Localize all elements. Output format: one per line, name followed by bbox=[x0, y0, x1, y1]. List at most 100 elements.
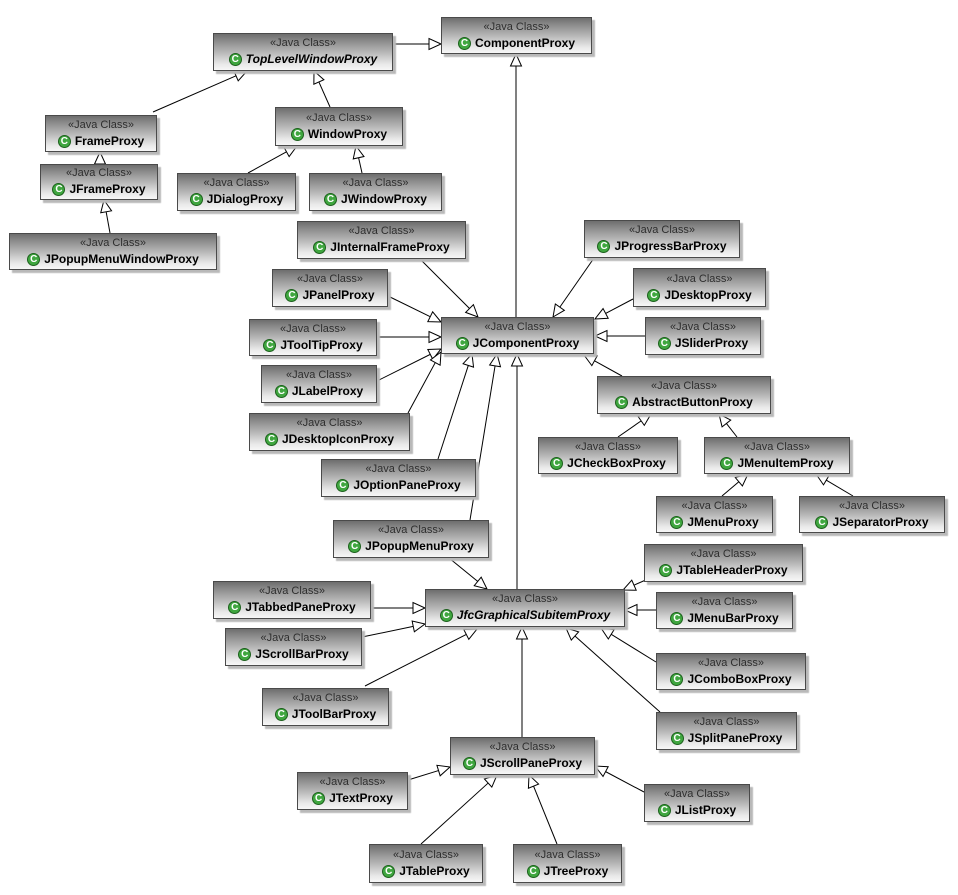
generalization-arrowhead-TopLevelWindowProxy bbox=[313, 69, 325, 85]
generalization-edge-JScrollBarProxy-to-JfcGraphicalSubitemProxy bbox=[361, 625, 414, 638]
generalization-edge-JMenuItemProxy-to-AbstractButtonProxy bbox=[726, 423, 738, 438]
generalization-arrowhead-JfcGraphicalSubitemProxy bbox=[463, 628, 479, 641]
class-name: JTableHeaderProxy bbox=[676, 563, 788, 577]
generalization-arrowhead-JComponentProxy bbox=[593, 329, 608, 343]
generalization-edge-JInternalFrameProxy-to-JComponentProxy bbox=[419, 258, 470, 309]
generalization-arrowhead-JfcGraphicalSubitemProxy bbox=[565, 627, 580, 642]
generalization-arrowhead-JfcGraphicalSubitemProxy bbox=[412, 601, 427, 615]
generalization-arrowhead-JComponentProxy bbox=[427, 348, 443, 361]
java-class-icon: C bbox=[457, 36, 471, 50]
generalization-edge-JSplitPaneProxy-to-JfcGraphicalSubitemProxy bbox=[574, 635, 661, 713]
stereotype-label: «Java Class» bbox=[67, 118, 135, 131]
generalization-edge-JToolBarProxy-to-JfcGraphicalSubitemProxy bbox=[364, 633, 467, 687]
generalization-edge-JTableProxy-to-JScrollPaneProxy bbox=[420, 782, 489, 845]
stereotype-label: «Java Class» bbox=[663, 788, 731, 800]
java-class-icon: C bbox=[615, 396, 629, 409]
stereotype-label: «Java Class» bbox=[269, 37, 337, 49]
class-name: JSplitPaneProxy bbox=[687, 731, 783, 745]
class-name: JDesktopIconProxy bbox=[281, 432, 395, 446]
generalization-arrowhead-JComponentProxy bbox=[429, 350, 442, 366]
stereotype-label: «Java Class» bbox=[258, 585, 326, 597]
stereotype-label: «Java Class» bbox=[691, 595, 758, 608]
generalization-edge-JOptionPaneProxy-to-JComponentProxy bbox=[437, 365, 469, 460]
stereotype-label: «Java Class» bbox=[79, 236, 147, 249]
class-name: JToolTipProxy bbox=[280, 337, 363, 352]
generalization-edge-JDesktopIconProxy-to-JComponentProxy bbox=[407, 362, 436, 414]
generalization-edge-JWindowProxy-to-WindowProxy bbox=[358, 157, 363, 174]
java-class-icon: C bbox=[324, 193, 338, 206]
generalization-edge-FrameProxy-to-TopLevelWindowProxy bbox=[152, 75, 237, 113]
generalization-arrowhead-JComponentProxy bbox=[462, 352, 475, 368]
generalization-edge-AbstractButtonProxy-to-JComponentProxy bbox=[594, 360, 623, 377]
generalization-arrowhead-JFrameProxy bbox=[100, 198, 113, 214]
stereotype-label: «Java Class» bbox=[650, 380, 718, 392]
generalization-arrowhead-JfcGraphicalSubitemProxy bbox=[599, 627, 615, 640]
generalization-edge-WindowProxy-to-TopLevelWindowProxy bbox=[318, 81, 331, 108]
generalization-edge-JPanelProxy-to-JComponentProxy bbox=[387, 295, 431, 318]
generalization-edge-JPopupMenuWindowProxy-to-JFrameProxy bbox=[105, 211, 111, 234]
java-class-icon: C bbox=[263, 338, 277, 352]
generalization-arrowhead-JScrollPaneProxy bbox=[593, 765, 609, 778]
java-class-icon: C bbox=[670, 611, 684, 625]
java-class-icon: C bbox=[290, 127, 304, 141]
generalization-edge-JTreeProxy-to-JScrollPaneProxy bbox=[533, 785, 558, 845]
class-name: JSliderProxy bbox=[674, 336, 749, 350]
class-name: AbstractButtonProxy bbox=[632, 395, 753, 409]
stereotype-label: «Java Class» bbox=[292, 692, 359, 704]
java-class-icon: C bbox=[720, 456, 734, 470]
java-class-icon: C bbox=[228, 53, 242, 66]
stereotype-label: «Java Class» bbox=[203, 177, 270, 189]
generalization-arrowhead-WindowProxy bbox=[352, 144, 365, 160]
generalization-arrowhead-AbstractButtonProxy bbox=[637, 413, 652, 427]
class-name: JTextProxy bbox=[329, 791, 393, 805]
